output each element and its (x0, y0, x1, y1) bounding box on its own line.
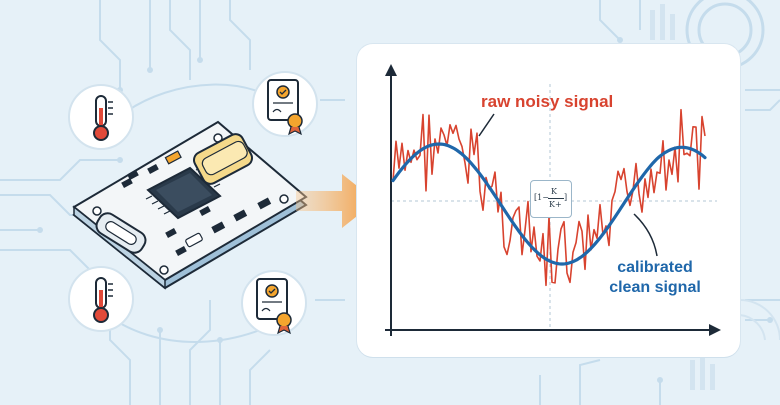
clean-label-leader (633, 213, 658, 257)
kalman-gain-formula: [1− K K+ ] (530, 180, 572, 218)
thermometer-icon (68, 84, 134, 150)
formula-left: [1− (534, 193, 549, 202)
arrow-right-icon (296, 174, 376, 228)
certificate-icon (252, 71, 318, 137)
thermometer-icon (68, 266, 134, 332)
calibrated-clean-signal-line (391, 142, 707, 266)
clean-signal-label: calibrated clean signal (595, 258, 715, 298)
circuit-board-icon (72, 120, 308, 290)
x-axis-arrowhead (709, 324, 721, 336)
signal-chart-card: raw noisy signal calibrated clean signal… (357, 44, 740, 357)
formula-denominator: K+ (549, 200, 562, 209)
formula-numerator: K (551, 187, 557, 196)
sensor-board-scene (68, 71, 318, 336)
y-axis-arrowhead (385, 64, 397, 76)
certificate-icon (241, 270, 307, 336)
raw-signal-label: raw noisy signal (481, 92, 614, 111)
formula-right: ] (564, 193, 568, 202)
clean-signal-label-line1: calibrated (617, 259, 693, 276)
raw-label-leader (478, 113, 495, 137)
formula-fraction-bar (548, 198, 564, 199)
clean-signal-label-line2: clean signal (609, 279, 701, 296)
